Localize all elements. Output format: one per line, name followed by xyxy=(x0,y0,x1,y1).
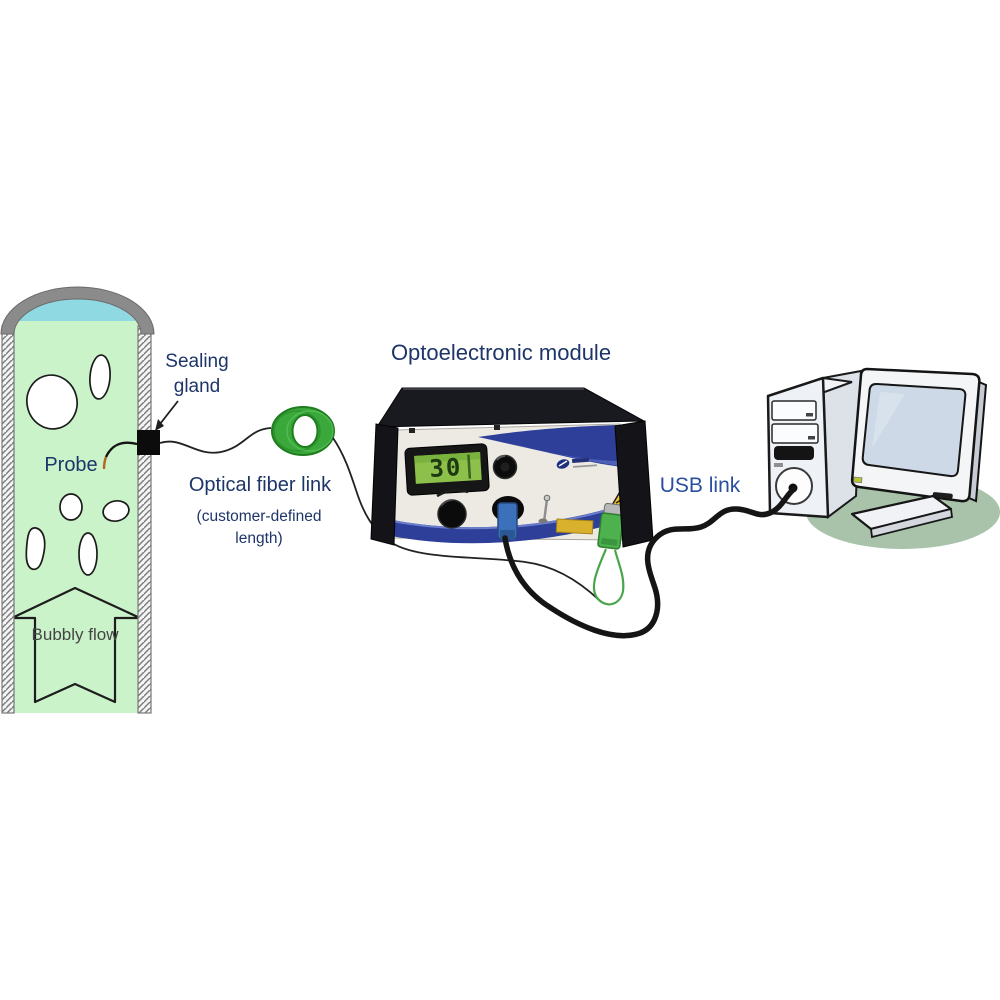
lcd-display: 30 xyxy=(404,443,490,496)
screen-glare xyxy=(872,392,905,448)
usb-link-label: USB link xyxy=(659,474,741,497)
drive-bay xyxy=(771,400,817,421)
knob-lower-highlight xyxy=(440,499,453,507)
sealing-gland-label: Sealing gland xyxy=(165,351,229,397)
gland-pointer-arrowhead-icon xyxy=(155,419,164,431)
bubble xyxy=(26,374,78,430)
optoelectronic-module: 30 xyxy=(370,387,654,606)
module-top-face xyxy=(376,387,646,428)
coil-hole xyxy=(291,414,319,448)
knob-pointer-arc xyxy=(436,488,469,498)
tower xyxy=(766,369,863,519)
module-rail-left xyxy=(370,423,399,546)
probe-label: Probe xyxy=(44,454,98,476)
brand-logo-text xyxy=(572,457,590,463)
floppy-slot xyxy=(774,446,814,460)
pin-connector-tip xyxy=(543,494,551,502)
panel-screw xyxy=(409,428,415,433)
drive-bay-button xyxy=(806,413,813,417)
fiber-line-right xyxy=(332,437,600,601)
fiber-coil xyxy=(271,406,335,456)
sealing-gland xyxy=(137,430,160,455)
power-led xyxy=(853,476,863,484)
panel-wave-top xyxy=(478,425,623,467)
panel-screw xyxy=(494,425,500,430)
brand-logo-slash xyxy=(558,460,568,467)
bubble xyxy=(89,354,111,400)
monitor-base-edge xyxy=(870,507,953,539)
coil-loop xyxy=(286,410,334,452)
bubble xyxy=(25,527,46,571)
bubble xyxy=(102,500,130,522)
fiber-length-note: (customer-defined length) xyxy=(196,508,322,548)
column-cap xyxy=(0,286,155,335)
brand-logo xyxy=(556,457,598,469)
eject-button xyxy=(774,463,783,467)
knob-top-highlight xyxy=(496,455,506,461)
pin-connector xyxy=(542,498,549,523)
fiber-pigtail-loop xyxy=(592,548,625,606)
knob-top-center xyxy=(500,462,510,472)
fiber-connector-stripe xyxy=(600,537,618,546)
monitor-vent-slot xyxy=(932,492,953,499)
gland-pointer-line xyxy=(159,400,179,425)
optical-fiber-link-label: Optical fiber link xyxy=(188,474,332,496)
flow-arrow-icon xyxy=(10,586,142,704)
usb-cable xyxy=(502,486,797,639)
bubble-column xyxy=(0,286,179,714)
fiber-line-left xyxy=(159,427,272,454)
drive-bay xyxy=(771,423,819,444)
column-wall-left xyxy=(1,325,15,714)
optical-fiber xyxy=(159,406,600,601)
probe-tip xyxy=(102,456,108,470)
drive-bay-button xyxy=(808,436,815,440)
pin-connector-base xyxy=(538,518,548,524)
panel-wave-highlight xyxy=(505,442,622,466)
lcd-segment-artifact xyxy=(467,454,472,479)
monitor xyxy=(850,367,988,503)
probe-body xyxy=(104,441,138,458)
gold-label xyxy=(555,518,594,535)
lcd-screen-shade xyxy=(414,451,481,463)
module-title: Optoelectronic module xyxy=(390,340,612,365)
coil-loop xyxy=(273,410,321,452)
bubbly-flow-label: Bubbly flow xyxy=(31,625,119,644)
bubble xyxy=(78,532,98,576)
usb-connector-boot xyxy=(500,530,515,540)
brand-logo-underline xyxy=(573,464,598,468)
bubbles xyxy=(25,354,130,576)
computer xyxy=(766,367,1000,549)
lcd-value: 30 xyxy=(429,453,464,483)
bubble xyxy=(59,493,83,521)
